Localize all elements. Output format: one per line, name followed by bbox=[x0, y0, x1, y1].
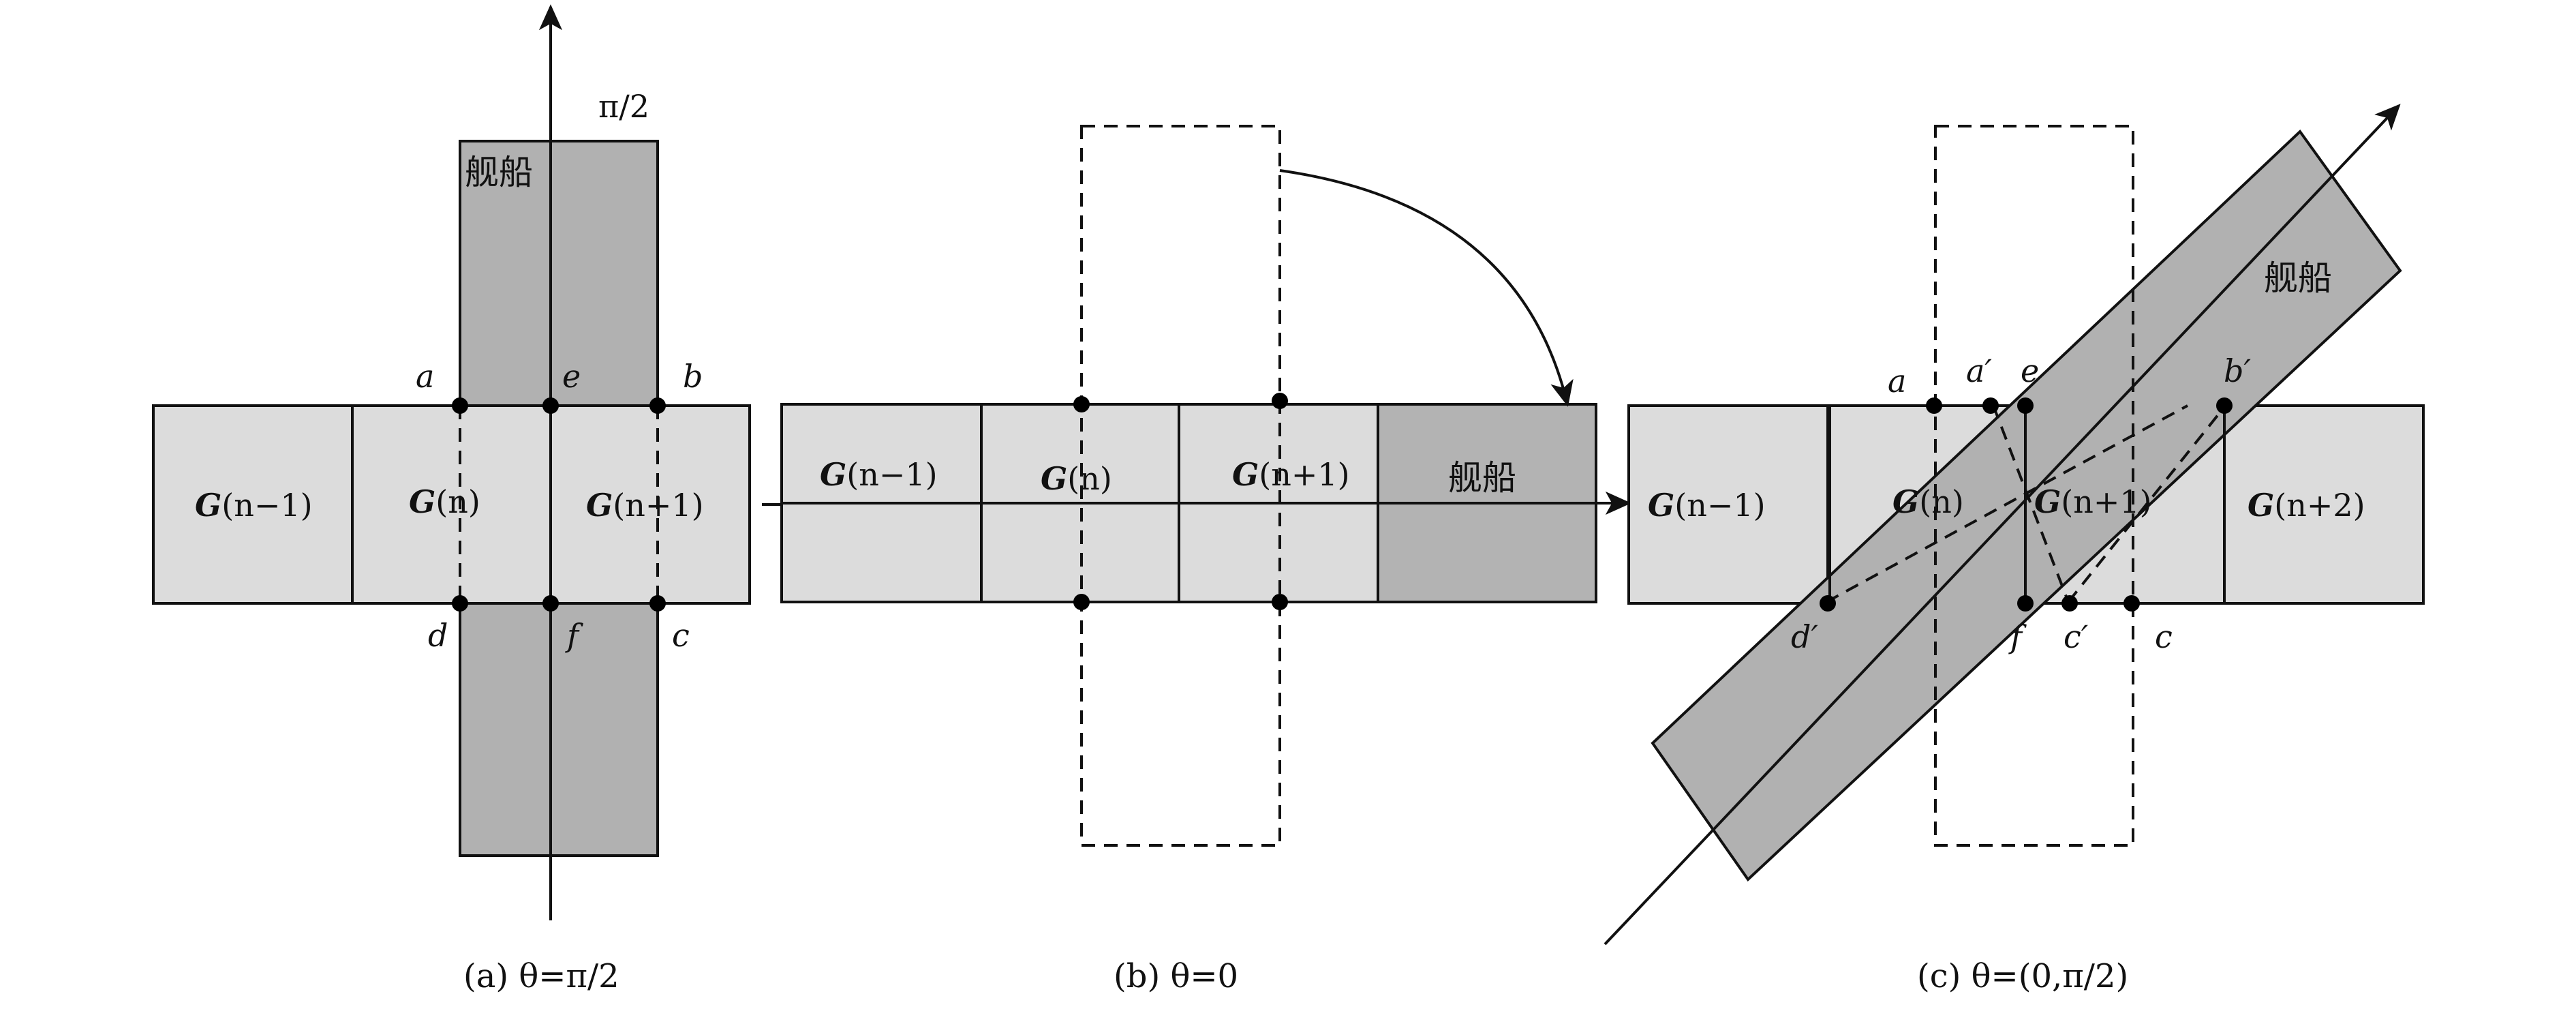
dash-c-lower bbox=[1826, 404, 2188, 603]
cell-label-b-2: G(n) bbox=[1041, 460, 1112, 497]
label-c-b-prime: b′ bbox=[2224, 352, 2251, 389]
cell-a-3 bbox=[549, 404, 751, 605]
label-c-c-prime: c′ bbox=[2064, 618, 2089, 655]
cell-label-c-1: G(n−1) bbox=[1648, 487, 1766, 524]
ship-label-b: 舰船 bbox=[1448, 458, 1516, 498]
rotation-arrow bbox=[1279, 169, 1574, 407]
point-b-tr bbox=[1272, 393, 1288, 409]
ship-bottom-a bbox=[459, 602, 659, 857]
point-c-d-prime bbox=[1820, 595, 1836, 612]
caption-c: (c) θ=(0,π/2) bbox=[1917, 957, 2128, 995]
label-c-a: a bbox=[1888, 363, 1906, 400]
cell-label-a-2: G(n) bbox=[409, 483, 480, 520]
point-b-bl bbox=[1073, 594, 1090, 610]
dashed-ship-outline-c bbox=[1934, 125, 2134, 847]
angle-label: π/2 bbox=[598, 88, 649, 125]
cell-label-b-3: G(n+1) bbox=[1232, 456, 1350, 493]
panel-a: a e b d f c π/2 舰船 G(n−1) G(n) G(n+1) (a… bbox=[152, 4, 818, 995]
label-e: e bbox=[562, 358, 581, 395]
ship-top-a bbox=[459, 140, 659, 407]
cell-label-c-2: G(n) bbox=[1892, 483, 1964, 520]
dash-c-cross bbox=[1992, 405, 2070, 603]
point-c bbox=[649, 595, 666, 612]
label-c-e: e bbox=[2021, 352, 2039, 389]
label-c-f: f bbox=[2008, 618, 2027, 655]
cell-label-a-3: G(n+1) bbox=[586, 487, 704, 524]
label-c-d-prime: d′ bbox=[1791, 618, 1818, 655]
cell-a-2 bbox=[351, 404, 552, 605]
ship-label-c: 舰船 bbox=[2264, 258, 2332, 298]
axis-c-diagonal bbox=[1604, 104, 2401, 946]
cell-label-c-4: G(n+2) bbox=[2248, 487, 2365, 524]
label-a: a bbox=[416, 358, 434, 395]
point-c-a bbox=[1926, 397, 1942, 414]
cell-c-1 bbox=[1627, 404, 1829, 605]
point-d bbox=[452, 595, 468, 612]
label-d: d bbox=[428, 617, 448, 654]
point-c-a-prime bbox=[1982, 397, 1999, 414]
dash-c-upper bbox=[2067, 406, 2226, 603]
cell-a-1 bbox=[152, 404, 354, 605]
point-f bbox=[542, 595, 559, 612]
point-e bbox=[542, 397, 559, 414]
point-b bbox=[649, 397, 666, 414]
label-c-a-prime: a′ bbox=[1966, 352, 1992, 389]
label-c-c: c bbox=[2155, 618, 2173, 655]
panel-b: G(n−1) G(n) G(n+1) 舰船 (b) θ=0 bbox=[780, 125, 1631, 995]
point-c-b-prime bbox=[2216, 397, 2233, 414]
label-c: c bbox=[672, 617, 690, 654]
dashed-ship-outline-b bbox=[1080, 125, 1281, 847]
label-b: b bbox=[683, 358, 703, 395]
cell-label-c-3: G(n+1) bbox=[2034, 483, 2152, 520]
panel-c: a a′ e b′ d′ f c′ c 舰船 G(n−1) G(n) G(n+1… bbox=[1604, 104, 2425, 995]
caption-a: (a) θ=π/2 bbox=[463, 957, 619, 995]
point-c-f bbox=[2017, 595, 2034, 612]
point-c-c-prime bbox=[2061, 595, 2078, 612]
caption-b: (b) θ=0 bbox=[1114, 957, 1238, 995]
cell-c-4 bbox=[2223, 404, 2425, 605]
ship-label-a: 舰船 bbox=[465, 153, 533, 192]
point-b-tl bbox=[1073, 396, 1090, 412]
cell-label-b-1: G(n−1) bbox=[820, 456, 938, 493]
point-c-e bbox=[2017, 397, 2034, 414]
point-b-br bbox=[1272, 594, 1288, 610]
cell-label-a-1: G(n−1) bbox=[195, 487, 313, 524]
point-c-c bbox=[2123, 595, 2140, 612]
point-a bbox=[452, 397, 468, 414]
